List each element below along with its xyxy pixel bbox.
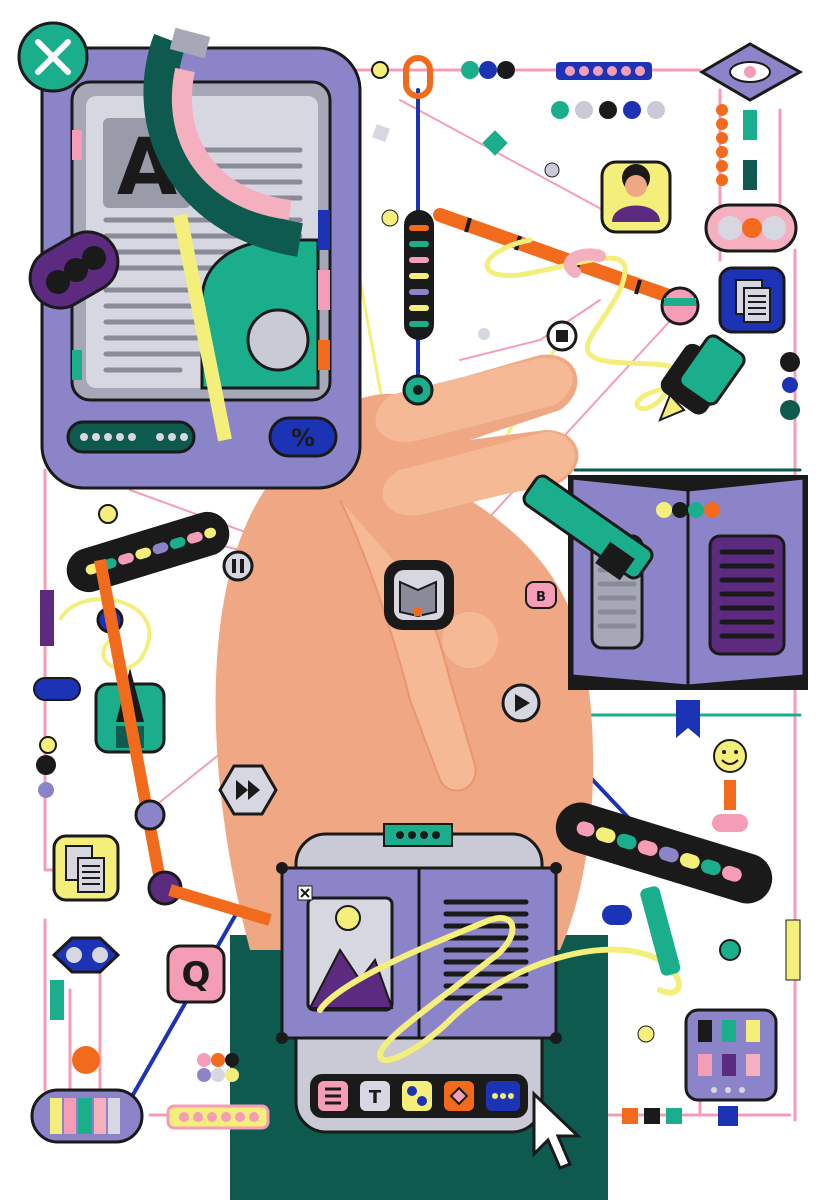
q-button[interactable]: Q — [166, 944, 226, 1004]
close-icon — [35, 39, 71, 75]
pen-icon — [658, 334, 746, 422]
top-bead-strip — [371, 61, 665, 119]
left-link-node — [50, 936, 121, 1074]
chain-link-pill — [28, 230, 120, 310]
toolbar-menu-button[interactable] — [318, 1081, 348, 1111]
document-icon[interactable] — [718, 266, 786, 334]
left-rod — [94, 558, 272, 926]
eye-icon — [699, 42, 804, 102]
stop-button[interactable] — [546, 320, 578, 352]
more-icon — [492, 1093, 514, 1099]
wire-loop-bottom — [317, 915, 682, 1063]
color-swatch-panel[interactable] — [684, 1008, 778, 1102]
hub-book-icon[interactable] — [384, 560, 454, 630]
toolbar-link-button[interactable] — [402, 1081, 432, 1111]
b-button[interactable]: B — [525, 581, 557, 609]
cursor-icon — [532, 1090, 582, 1170]
bead-capsule-left — [66, 511, 230, 593]
smiley-icon — [381, 209, 747, 1043]
toolbar-text-button[interactable]: T — [360, 1081, 390, 1111]
b-button-label: B — [536, 590, 546, 605]
bookmark-icon — [676, 700, 700, 738]
bottom-right-beads — [622, 1106, 738, 1126]
hexagon-icon — [449, 1086, 469, 1106]
link-node — [704, 203, 798, 253]
pause-button[interactable] — [222, 550, 254, 582]
play-icon — [515, 694, 530, 712]
toolbar-more-button[interactable] — [486, 1081, 520, 1111]
image-thumbnail — [306, 896, 394, 1012]
spool-capsule — [30, 1088, 144, 1144]
link-icon — [407, 1086, 417, 1096]
e-reader-device: A % — [40, 27, 362, 490]
tablet-device: T — [276, 823, 682, 1134]
menu-icon — [325, 1087, 341, 1105]
right-misc — [372, 124, 801, 981]
avatar[interactable] — [600, 160, 672, 234]
play-button[interactable] — [501, 683, 541, 723]
wire-loop — [484, 237, 677, 412]
percent-button-label: % — [291, 424, 315, 452]
fast-forward-icon — [236, 780, 260, 800]
text-tool-label: T — [369, 1087, 382, 1108]
q-button-label: Q — [182, 955, 211, 995]
left-bead-column — [33, 504, 118, 798]
toolbar-shape-button[interactable] — [444, 1081, 474, 1111]
bead-capsule-vertical — [404, 210, 434, 340]
bead-capsule-right — [555, 802, 773, 904]
pink-bar — [166, 1053, 270, 1130]
fast-forward-button[interactable] — [218, 764, 278, 816]
percent-button[interactable] — [268, 416, 338, 458]
copy-documents-icon[interactable] — [52, 834, 120, 902]
right-bead-column — [704, 104, 798, 253]
open-book — [522, 474, 808, 738]
close-button[interactable] — [17, 21, 89, 93]
close-small-icon[interactable] — [297, 885, 313, 901]
